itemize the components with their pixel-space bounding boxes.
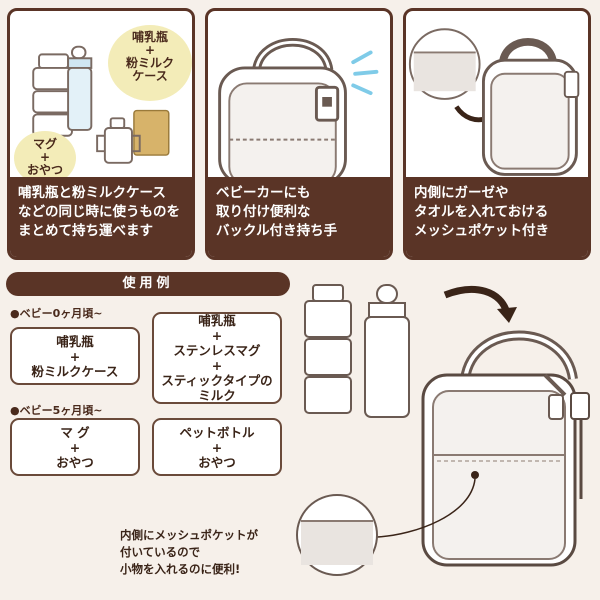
bag-with-items-illustration [296,284,590,576]
panel-caption: 内側にガーゼや タオルを入れておける メッシュポケット付き [406,177,588,257]
usage-box-bottle-case: 哺乳瓶 + 粉ミルクケース [10,327,140,385]
mesh-pocket-illustration [408,28,580,176]
usage-box-mug-snack: マ グ + おやつ [10,418,140,476]
feature-panel-buckle: ベビーカーにも 取り付け便利な バックル付き持ち手 [205,8,393,260]
usage-box-pet-bottle-snack: ペットボトル + おやつ [152,418,282,476]
usage-box-bottle-mug-milk: 哺乳瓶 + ステンレスマグ + スティックタイプの ミルク [152,312,282,404]
feature-panel-mesh-pocket: 内側にガーゼや タオルを入れておける メッシュポケット付き [403,8,591,260]
bubble-mug-snack-label: マグ + おやつ [26,137,63,177]
bubble-mug-snack [14,131,76,185]
bottles-illustration [32,45,170,164]
feature-panel-containers: 哺乳瓶 + 粉ミルク ケース マグ + おやつ 哺乳瓶と粉ミルクケース などの同… [7,8,195,260]
usage-header: 使用例 [6,272,290,296]
panel-caption: 哺乳瓶と粉ミルクケース などの同じ時に使うものを まとめて持ち運べます [10,177,192,257]
bubble-bottle-case-label: 哺乳瓶 + 粉ミルク ケース [125,30,174,83]
panel-caption: ベビーカーにも 取り付け便利な バックル付き持ち手 [208,177,390,257]
mesh-pocket-note: 内側にメッシュポケットが 付いているので 小物を入れるのに便利! [120,528,258,576]
buckle-handle-illustration [218,37,379,183]
age-label-5-months: ●ベビー5ヶ月頃~ [10,404,103,417]
age-label-0-months: ●ベビー0ヶ月頃~ [10,307,103,320]
bubble-bottle-case [108,25,192,101]
usage-title: 使用例 [122,276,174,291]
